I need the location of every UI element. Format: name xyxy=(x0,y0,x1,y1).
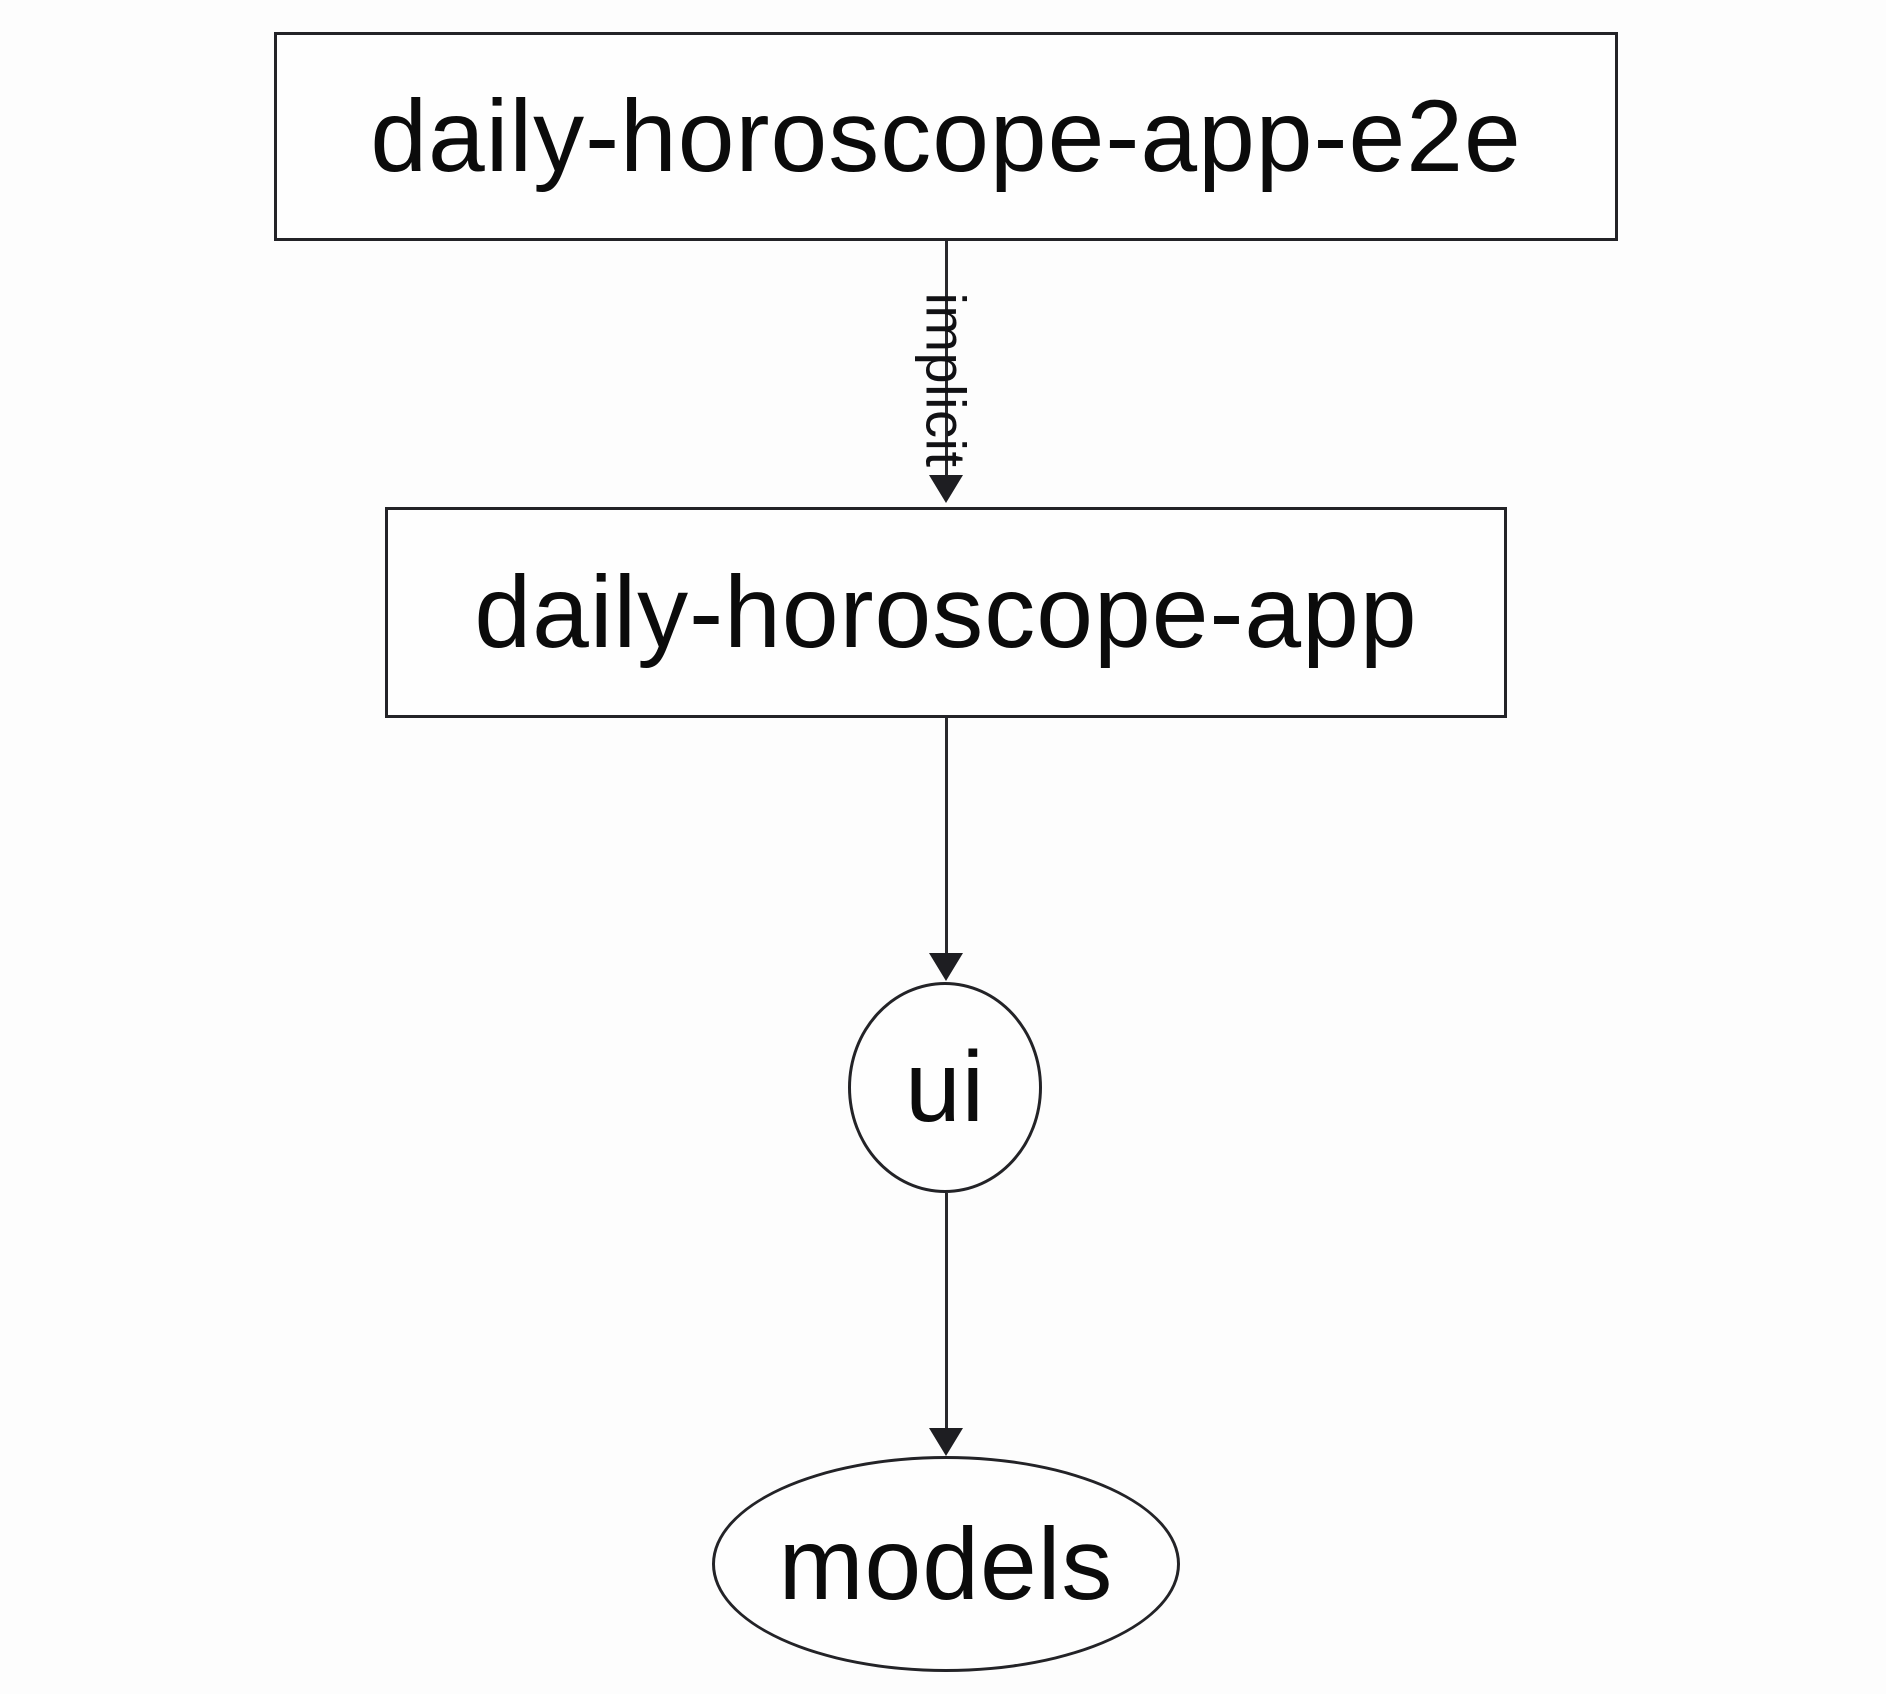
arrowhead-down-icon xyxy=(929,1428,963,1456)
edge-app-to-ui-line xyxy=(944,718,948,953)
node-models[interactable]: models xyxy=(712,1456,1180,1672)
edge-ui-to-models-line xyxy=(944,1193,948,1428)
node-daily-horoscope-app-e2e-label: daily-horoscope-app-e2e xyxy=(370,79,1522,193)
edge-e2e-to-app-line xyxy=(944,241,948,477)
arrowhead-down-icon xyxy=(929,953,963,981)
node-daily-horoscope-app-label: daily-horoscope-app xyxy=(474,555,1418,669)
node-ui[interactable]: ui xyxy=(848,982,1042,1193)
node-models-label: models xyxy=(778,1506,1114,1621)
node-daily-horoscope-app[interactable]: daily-horoscope-app xyxy=(385,507,1507,718)
edge-implicit-label: implicit xyxy=(914,292,978,468)
node-ui-label: ui xyxy=(905,1031,985,1143)
arrowhead-down-icon xyxy=(929,475,963,503)
node-daily-horoscope-app-e2e[interactable]: daily-horoscope-app-e2e xyxy=(274,32,1618,241)
